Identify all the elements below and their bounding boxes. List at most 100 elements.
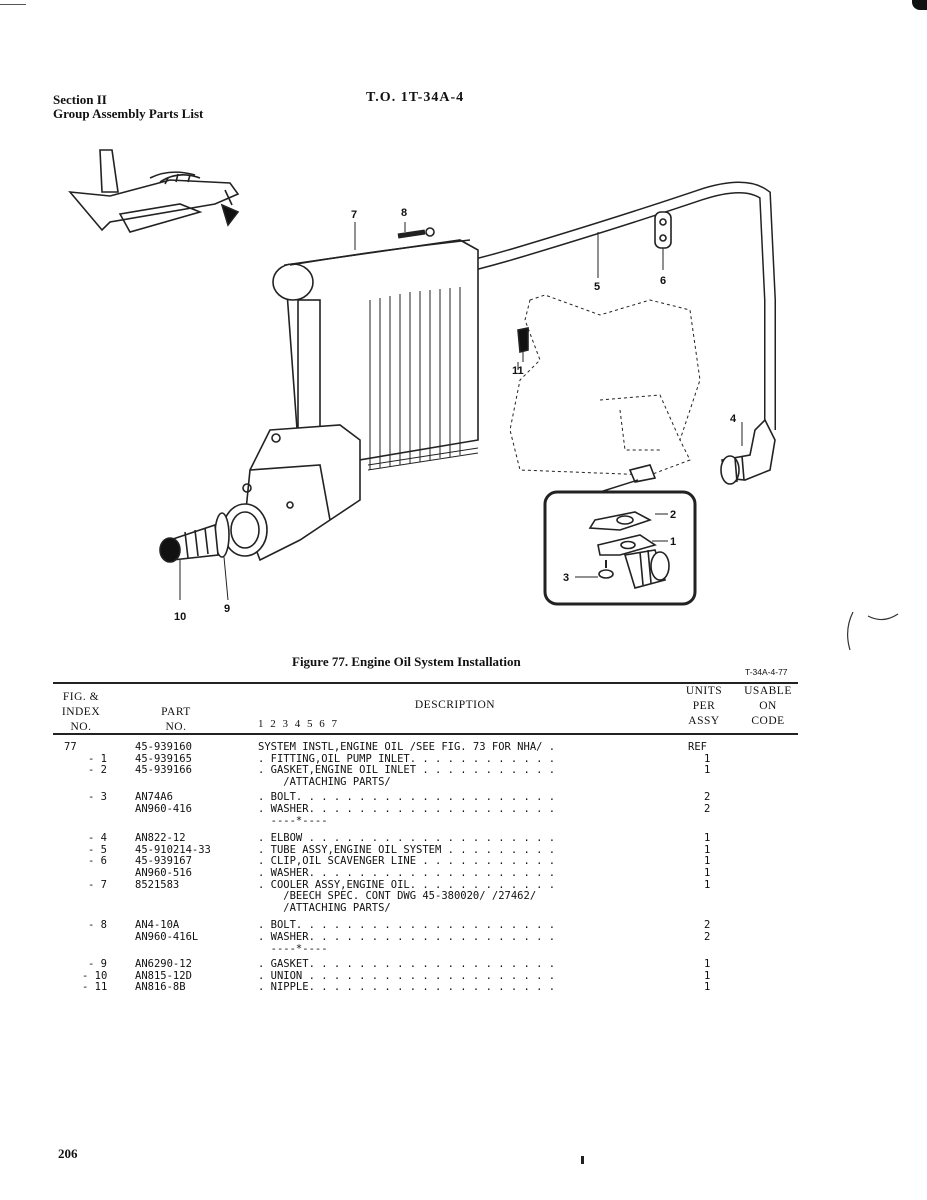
index-number: - 3 [88,791,107,804]
index-number: - 7 [88,878,107,891]
callout-2: 2 [670,509,676,521]
table-row: /ATTACHING PARTS/ [0,775,927,789]
table-row: - 8 AN4-10A . BOLT. . . . . . . . . . . … [0,920,927,932]
part-number: 45-939160 [135,741,192,753]
description: . NIPPLE. . . . . . . . . . . . . . . . … [258,981,556,994]
table-row: - 4 AN822-12 . ELBOW . . . . . . . . . .… [0,833,927,845]
units-per-assy: 1 [704,981,711,994]
units-per-assy: REF [688,741,707,753]
callout-7: 7 [351,209,357,221]
units-per-assy: 1 [704,752,711,765]
part-number: 45-910214-33 [135,843,211,856]
callout-1: 1 [670,536,676,548]
description: . CLIP,OIL SCAVENGER LINE . . . . . . . … [258,855,556,868]
description: . FITTING,OIL PUMP INLET. . . . . . . . … [258,752,556,765]
description: . BOLT. . . . . . . . . . . . . . . . . … [258,791,556,804]
table-header-rule [53,733,798,735]
engine-oil-system-illustration: 7 8 5 6 4 11 10 9 2 1 3 [68,149,776,623]
table-row: - 2 45-939166 . GASKET,ENGINE OIL INLET … [0,765,927,777]
index-number: - 1 [88,752,107,765]
description: /ATTACHING PARTS/ [258,775,391,788]
callout-9: 9 [224,603,230,615]
part-number: 45-939167 [135,855,192,868]
units-per-assy: 2 [704,930,711,943]
units-per-assy: 1 [704,958,711,971]
table-row: - 11 AN816-8B . NIPPLE. . . . . . . . . … [0,982,927,994]
index-number: - 4 [88,832,107,845]
scan-artifact [847,611,899,651]
table-row: - 9 AN6290-12 . GASKET. . . . . . . . . … [0,958,927,971]
description: . WASHER. . . . . . . . . . . . . . . . … [258,930,556,943]
fig-number: 77 [64,741,77,753]
index-number: - 5 [88,843,107,856]
part-number: AN816-8B [135,981,186,994]
units-per-assy: 1 [704,843,711,856]
section-subtitle: Group Assembly Parts List [53,106,204,121]
scan-edge-mark [912,0,927,10]
part-number: AN960-516 [135,866,192,879]
description: . WASHER. . . . . . . . . . . . . . . . … [258,802,556,815]
scan-edge-line [0,4,26,5]
figure-ref: T-34A-4-77 [745,667,788,677]
callout-4: 4 [730,413,737,425]
table-top-rule [53,682,798,684]
description: . GASKET,ENGINE OIL INLET . . . . . . . … [258,764,556,777]
part-number: AN815-12D [135,969,192,982]
table-row: AN960-416 . WASHER. . . . . . . . . . . … [0,802,927,816]
description: SYSTEM INSTL,ENGINE OIL /SEE FIG. 73 FOR… [258,741,556,753]
parts-list: 77 45-939160 SYSTEM INSTL,ENGINE OIL /SE… [0,741,927,994]
airplane-locator-icon [68,149,240,233]
description: /ATTACHING PARTS/ [258,901,391,914]
table-row: - 3 AN74A6 . BOLT. . . . . . . . . . . .… [0,792,927,804]
table-row: ----*---- [0,942,927,956]
part-number: 45-939166 [135,764,192,777]
table-row: AN960-416L . WASHER. . . . . . . . . . .… [0,930,927,944]
page-number: 206 [58,1146,78,1161]
to-number: T.O. 1T-34A-4 [366,90,465,105]
scan-dot [581,1156,584,1164]
callout-11: 11 [512,365,524,377]
part-number: AN960-416 [135,802,192,815]
units-per-assy: 1 [704,878,711,891]
part-number: 8521583 [135,878,180,891]
units-per-assy: 1 [704,764,711,777]
units-per-assy: 1 [704,969,711,982]
col-indent-levels: 1 2 3 4 5 6 7 [258,718,339,730]
callout-8: 8 [401,207,407,219]
table-row: /ATTACHING PARTS/ [0,901,927,915]
description: . UNION . . . . . . . . . . . . . . . . … [258,969,556,982]
index-number: - 10 [82,969,108,982]
part-number: AN74A6 [135,791,173,804]
col-usable: USABLE ON CODE [744,685,792,727]
part-number: 45-939165 [135,752,192,765]
description: . GASKET. . . . . . . . . . . . . . . . … [258,958,556,971]
gasket-detail [588,511,653,531]
callout-5: 5 [594,281,600,293]
fitting-detail [597,534,670,589]
col-description: DESCRIPTION [414,699,496,711]
description: ----*---- [258,942,328,955]
part-number: AN4-10A [135,919,180,932]
callout-10: 10 [174,611,186,623]
col-part-no: PART NO. [161,706,191,733]
section-label: Section II [53,92,107,107]
table-row: /BEECH SPEC. CONT DWG 45-380020/ /27462/ [0,891,927,903]
index-number: - 2 [88,764,107,777]
units-per-assy: 2 [704,791,711,804]
figure-caption: Figure 77. Engine Oil System Installatio… [292,654,521,669]
col-fig-index: FIG. & INDEX NO. [61,691,101,733]
table-row: - 10 AN815-12D . UNION . . . . . . . . .… [0,969,927,983]
description: ----*---- [258,814,328,827]
description: . WASHER. . . . . . . . . . . . . . . . … [258,866,556,879]
table-row: - 7 8521583 . COOLER ASSY,ENGINE OIL. . … [0,878,927,892]
table-row: ----*---- [0,814,927,828]
units-per-assy: 1 [704,866,711,879]
index-number: - 11 [82,981,108,994]
units-per-assy: 1 [704,855,711,868]
description: . BOLT. . . . . . . . . . . . . . . . . … [258,919,556,932]
units-per-assy: 1 [704,832,711,845]
table-row: AN960-516 . WASHER. . . . . . . . . . . … [0,866,927,880]
callout-3: 3 [563,572,569,584]
part-number: AN960-416L [135,930,199,943]
table-row: - 6 45-939167 . CLIP,OIL SCAVENGER LINE … [0,856,927,868]
